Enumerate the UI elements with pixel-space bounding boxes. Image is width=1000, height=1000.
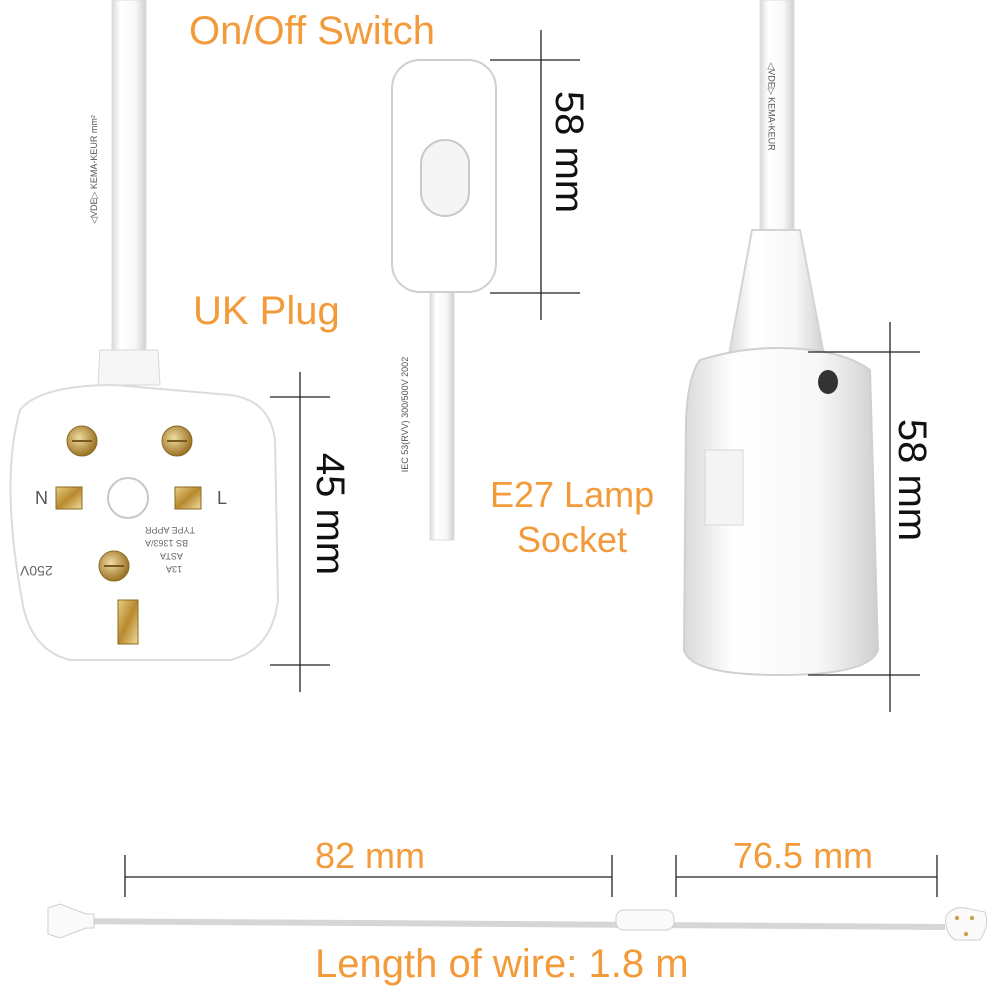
- plug-marking-line-1: TYPE APPR: [145, 525, 196, 535]
- plug-cable: [111, 0, 147, 356]
- plug-marking-voltage: 250V: [20, 563, 53, 579]
- socket-dimension: 58 mm: [890, 418, 935, 542]
- socket-cable: [759, 0, 795, 241]
- wire-length-label: Length of wire: 1.8 m: [315, 942, 689, 986]
- plug-marking-line-2: BS 1363/A: [145, 538, 189, 548]
- cable-print-left: ◁VDE▷ KEMA-KEUR mm²: [88, 115, 99, 224]
- dimension-lines: [124, 30, 938, 897]
- switch-dimension: 58 mm: [547, 90, 592, 214]
- socket-label-line2: Socket: [517, 519, 628, 560]
- full-cable-overview: [47, 903, 988, 941]
- cable-print-right: ◁VDE▷ KEMA-KEUR: [766, 62, 777, 151]
- plug-marking-l: L: [217, 488, 228, 508]
- plug-dimension: 45 mm: [308, 452, 353, 576]
- left-segment-dimension: 82 mm: [315, 835, 426, 876]
- right-segment-dimension: 76.5 mm: [733, 835, 874, 876]
- plug-marking-n: N: [35, 488, 48, 508]
- plug-label: UK Plug: [193, 289, 340, 333]
- uk-plug: [9, 349, 280, 661]
- switch-label: On/Off Switch: [189, 9, 436, 53]
- plug-marking-line-3: ASTA: [160, 551, 183, 561]
- switch-assembly: [391, 59, 497, 541]
- socket-label-line1: E27 Lamp: [490, 474, 655, 515]
- e27-socket: [682, 229, 880, 677]
- plug-marking-line-4: 13A: [166, 564, 183, 574]
- cable-print-middle: IEC 53(RVV) 300/500V 2002: [400, 356, 411, 473]
